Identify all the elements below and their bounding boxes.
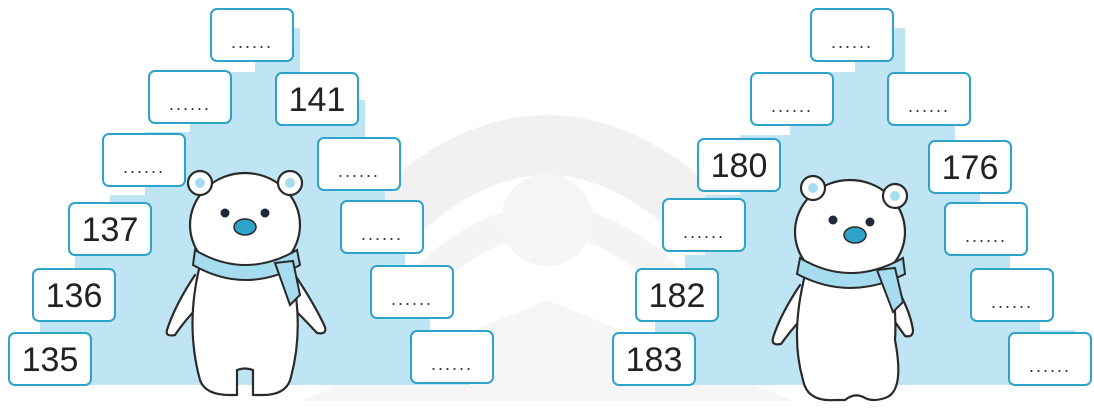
- right-stairs-left-box-1[interactable]: ......: [750, 72, 834, 126]
- left-stairs-left-box-2[interactable]: ......: [102, 133, 186, 187]
- left-stairs-right-box-3[interactable]: ......: [340, 200, 424, 254]
- left-stairs-left-box-4[interactable]: 136: [32, 268, 116, 322]
- left-stairs-left-box-1[interactable]: ......: [148, 70, 232, 124]
- right-stairs-right-box-2[interactable]: 176: [928, 140, 1012, 194]
- right-stairs-right-box-1[interactable]: ......: [887, 72, 971, 126]
- left-stairs-right-box-1[interactable]: 141: [275, 72, 359, 126]
- left-stairs-top-box[interactable]: ......: [210, 8, 294, 62]
- polar-bear-illustration: [145, 155, 345, 405]
- right-stairs-right-box-4[interactable]: ......: [970, 268, 1054, 322]
- right-stairs-right-box-5[interactable]: ......: [1008, 332, 1092, 386]
- left-stairs-right-box-4[interactable]: ......: [370, 265, 454, 319]
- polar-bear-illustration: [745, 170, 945, 420]
- right-stairs-left-box-3[interactable]: ......: [662, 198, 746, 252]
- left-stairs-right-box-5[interactable]: ......: [410, 330, 494, 384]
- left-stairs-left-box-3[interactable]: 137: [68, 202, 152, 256]
- right-stairs-left-box-4[interactable]: 182: [635, 268, 719, 322]
- right-stairs-top-box[interactable]: ......: [810, 8, 894, 62]
- left-stairs-left-box-5[interactable]: 135: [8, 332, 92, 386]
- right-stairs-left-box-2[interactable]: 180: [697, 138, 781, 192]
- left-stairs-right-box-2[interactable]: ......: [317, 137, 401, 191]
- number-staircase-exercise: ...... ...... ...... 137 136 135 141 ...…: [0, 0, 1094, 401]
- right-stairs-left-box-5[interactable]: 183: [612, 332, 696, 386]
- right-stairs-right-box-3[interactable]: ......: [944, 202, 1028, 256]
